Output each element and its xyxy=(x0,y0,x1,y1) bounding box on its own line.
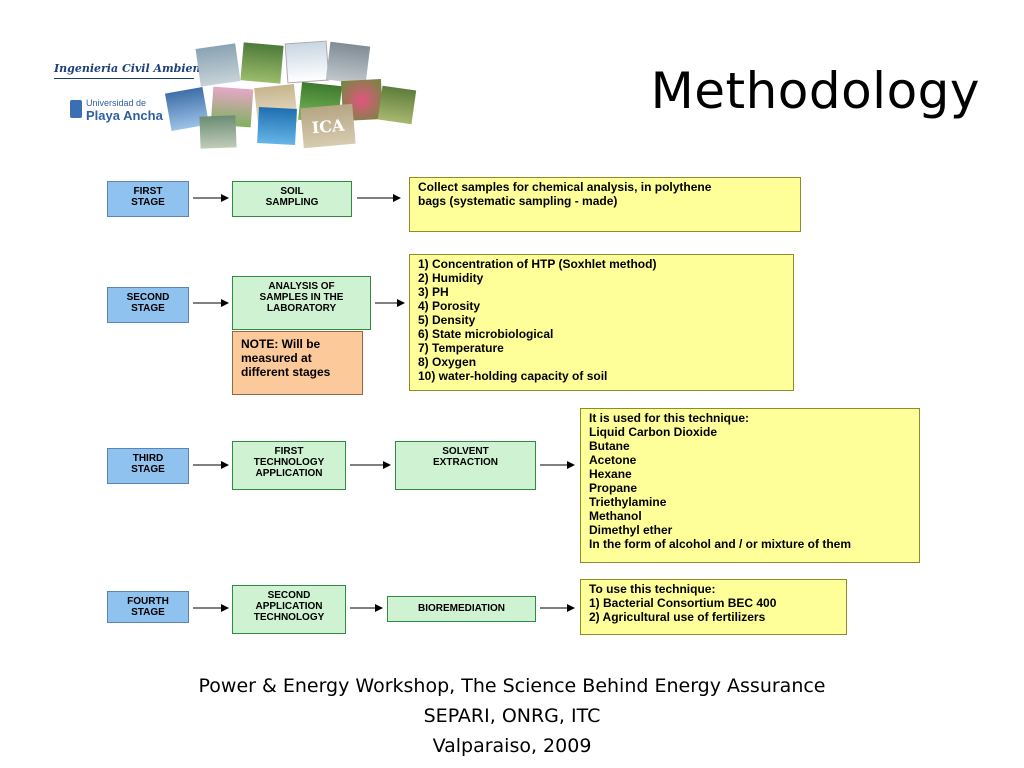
second-info-line-8: 8) Oxygen xyxy=(418,355,477,369)
first-stage-label-1: FIRST xyxy=(133,186,163,197)
second-info-line-6: 6) State microbiological xyxy=(418,327,554,341)
fourth-stage-box: FOURTH STAGE xyxy=(107,591,189,623)
second-stage-info-box: 1) Concentration of HTP (Soxhlet method)… xyxy=(409,254,794,391)
analysis-box: ANALYSIS OF SAMPLES IN THE LABORATORY xyxy=(232,276,371,330)
third-info-line-3: Butane xyxy=(589,439,630,453)
third-stage-box: THIRD STAGE xyxy=(107,448,189,484)
third-info-line-2: Liquid Carbon Dioxide xyxy=(589,425,717,439)
second-technology-label-1: SECOND xyxy=(267,590,311,601)
second-info-line-7: 7) Temperature xyxy=(418,341,504,355)
second-info-line-2: 2) Humidity xyxy=(418,271,484,285)
solvent-extraction-label-1: SOLVENT xyxy=(442,446,489,457)
fourth-info-line-1: To use this technique: xyxy=(589,582,716,596)
soil-sampling-box: SOIL SAMPLING xyxy=(232,181,352,217)
logo-line-1: Ingenieria Civil Ambiental xyxy=(54,62,217,75)
third-info-line-6: Propane xyxy=(589,481,638,495)
page-title: Methodology xyxy=(650,62,980,120)
third-info-line-8: Methanol xyxy=(589,509,642,523)
first-stage-label-2: STAGE xyxy=(131,197,165,208)
third-info-line-1: It is used for this technique: xyxy=(589,411,750,425)
third-stage-info-box: It is used for this technique: Liquid Ca… xyxy=(580,408,920,563)
note-line-1: NOTE: Will be xyxy=(241,337,321,351)
third-info-line-9: Dimethyl ether xyxy=(589,523,673,537)
first-technology-label-1: FIRST xyxy=(274,446,304,457)
note-box: NOTE: Will be measured at different stag… xyxy=(232,331,363,395)
logo: Ingenieria Civil Ambiental Universidad d… xyxy=(50,38,417,150)
second-info-line-1: 1) Concentration of HTP (Soxhlet method) xyxy=(418,257,657,271)
soil-sampling-label-2: SAMPLING xyxy=(265,197,319,208)
note-line-3: different stages xyxy=(241,365,331,379)
fourth-stage-info-box: To use this technique: 1) Bacterial Cons… xyxy=(580,579,847,635)
solvent-extraction-label-2: EXTRACTION xyxy=(433,457,498,468)
logo-line-2: Universidad de xyxy=(86,98,147,108)
first-stage-info-box: Collect samples for chemical analysis, i… xyxy=(409,177,801,232)
first-info-line-1: Collect samples for chemical analysis, i… xyxy=(418,180,712,194)
second-info-line-9: 10) water-holding capacity of soil xyxy=(418,369,608,383)
second-stage-box: SECOND STAGE xyxy=(107,287,189,323)
logo-underline xyxy=(54,78,194,79)
first-technology-label-2: TECHNOLOGY xyxy=(253,457,325,468)
first-info-line-2: bags (systematic sampling - made) xyxy=(418,194,618,208)
third-info-line-5: Hexane xyxy=(589,467,632,481)
third-stage-label-2: STAGE xyxy=(131,464,165,475)
bioremediation-label: BIOREMEDIATION xyxy=(417,603,506,614)
third-info-line-4: Acetone xyxy=(589,453,637,467)
first-stage-box: FIRST STAGE xyxy=(107,181,189,217)
second-technology-box: SECOND APPLICATION TECHNOLOGY xyxy=(232,585,346,634)
footer-line-1: Power & Energy Workshop, The Science Beh… xyxy=(198,675,826,697)
footer-line-3: Valparaiso, 2009 xyxy=(432,735,592,757)
soil-sampling-label-1: SOIL xyxy=(280,186,304,197)
second-stage-label-2: STAGE xyxy=(131,303,165,314)
analysis-label-2: SAMPLES IN THE xyxy=(259,292,344,303)
analysis-label-3: LABORATORY xyxy=(266,303,337,314)
solvent-extraction-box: SOLVENT EXTRACTION xyxy=(395,441,536,490)
fourth-stage-label-2: STAGE xyxy=(131,607,165,618)
first-technology-box: FIRST TECHNOLOGY APPLICATION xyxy=(232,441,346,490)
second-technology-label-3: TECHNOLOGY xyxy=(253,612,325,623)
university-emblem-icon xyxy=(70,100,82,118)
fourth-info-line-2: 1) Bacterial Consortium BEC 400 xyxy=(589,596,777,610)
bioremediation-box: BIOREMEDIATION xyxy=(387,596,536,622)
second-info-line-5: 5) Density xyxy=(418,313,476,327)
fourth-info-line-3: 2) Agricultural use of fertilizers xyxy=(589,610,766,624)
third-stage-label-1: THIRD xyxy=(132,453,164,464)
second-stage-label-1: SECOND xyxy=(126,292,170,303)
logo-line-3: Playa Ancha xyxy=(86,108,163,123)
second-info-line-4: 4) Porosity xyxy=(418,299,481,313)
analysis-label-1: ANALYSIS OF xyxy=(268,281,335,292)
first-technology-label-3: APPLICATION xyxy=(255,468,323,479)
third-info-line-10: In the form of alcohol and / or mixture … xyxy=(589,537,852,551)
second-technology-label-2: APPLICATION xyxy=(255,601,323,612)
second-info-line-3: 3) PH xyxy=(418,285,449,299)
note-line-2: measured at xyxy=(241,351,312,365)
footer-line-2: SEPARI, ONRG, ITC xyxy=(423,705,601,727)
fourth-stage-label-1: FOURTH xyxy=(127,596,169,607)
third-info-line-7: Triethylamine xyxy=(589,495,667,509)
